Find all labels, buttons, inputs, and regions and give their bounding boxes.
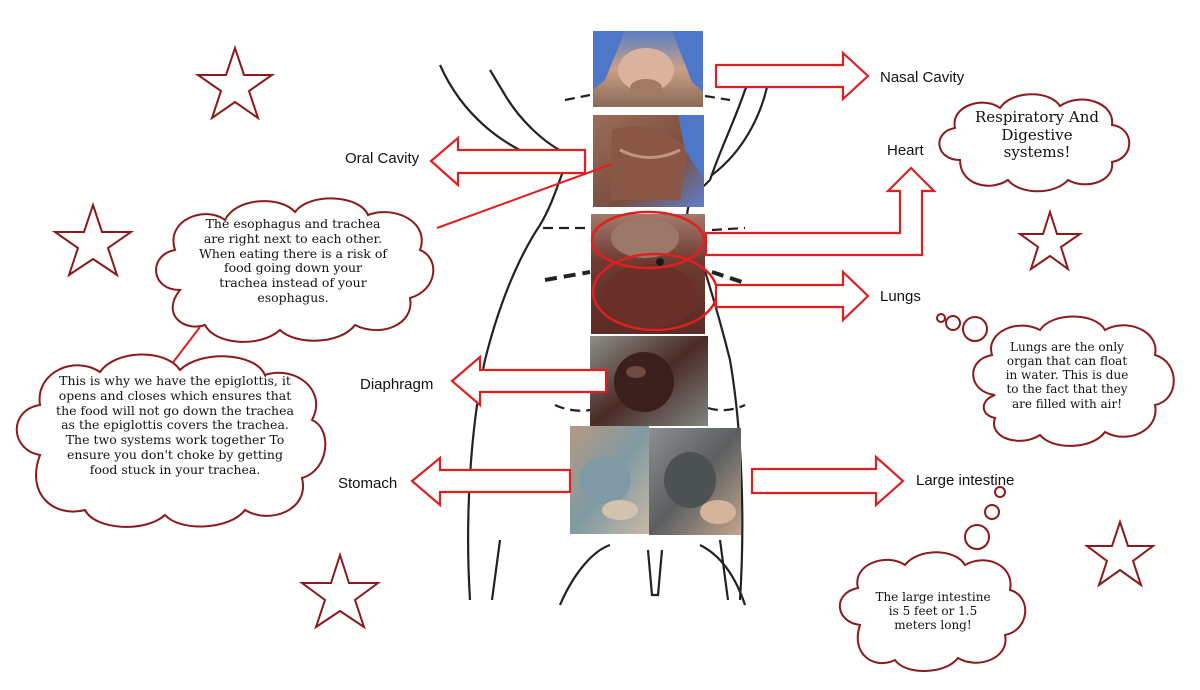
label-oral-cavity: Oral Cavity [345, 150, 420, 167]
lungs-fact-text: Lungs are the only organ that can float … [1005, 340, 1129, 411]
cloud-intestine-fact [838, 551, 1027, 672]
arrow-large-intestine [750, 454, 905, 508]
label-lungs: Lungs [880, 288, 921, 305]
arrow-lungs [714, 269, 870, 323]
label-diaphragm: Diaphragm [360, 376, 434, 393]
esophagus-trachea-text: The esophagus and trachea are right next… [199, 216, 387, 305]
star-decoration [1016, 208, 1084, 272]
esophagus-connector-line [436, 163, 613, 229]
photo-nasal-cavity [593, 31, 703, 107]
label-large-intestine: Large intestine [916, 472, 1015, 489]
thought-bubble [994, 486, 1006, 498]
photo-heart-lungs [591, 214, 705, 334]
star-decoration [1084, 518, 1156, 588]
arrow-stomach [410, 455, 572, 508]
thought-bubble [936, 313, 946, 323]
star-decoration [194, 44, 276, 121]
arrow-nasal-cavity [714, 50, 870, 102]
thought-bubble [964, 524, 990, 550]
epiglottis-text: This is why we have the epiglottis, it o… [56, 373, 294, 477]
photo-diaphragm [590, 336, 708, 426]
thought-bubble [984, 504, 1000, 520]
label-nasal-cavity: Nasal Cavity [880, 69, 965, 86]
intestine-fact-text: The large intestine is 5 feet or 1.5 met… [875, 590, 991, 633]
thought-bubble [962, 316, 988, 342]
photo-oral-cavity [593, 115, 704, 207]
heart-highlight-circle [590, 210, 706, 270]
arrow-diaphragm [450, 354, 608, 408]
cloud-connector-line [170, 326, 201, 366]
cloud-title [938, 93, 1131, 193]
photo-stomach-left [570, 426, 649, 534]
cloud-epiglottis [15, 353, 327, 528]
title-cloud-text: Respiratory And Digestive systems! [975, 108, 1099, 162]
cloud-esophagus-trachea [155, 197, 435, 343]
label-heart: Heart [887, 142, 924, 159]
thought-bubble [945, 315, 961, 331]
arrow-heart [704, 166, 937, 257]
star-decoration [51, 201, 135, 278]
star-decoration [298, 551, 382, 630]
cloud-lungs-fact [972, 315, 1175, 447]
arrow-oral-cavity [429, 135, 587, 188]
label-stomach: Stomach [338, 475, 398, 492]
photo-stomach-right [649, 428, 741, 535]
